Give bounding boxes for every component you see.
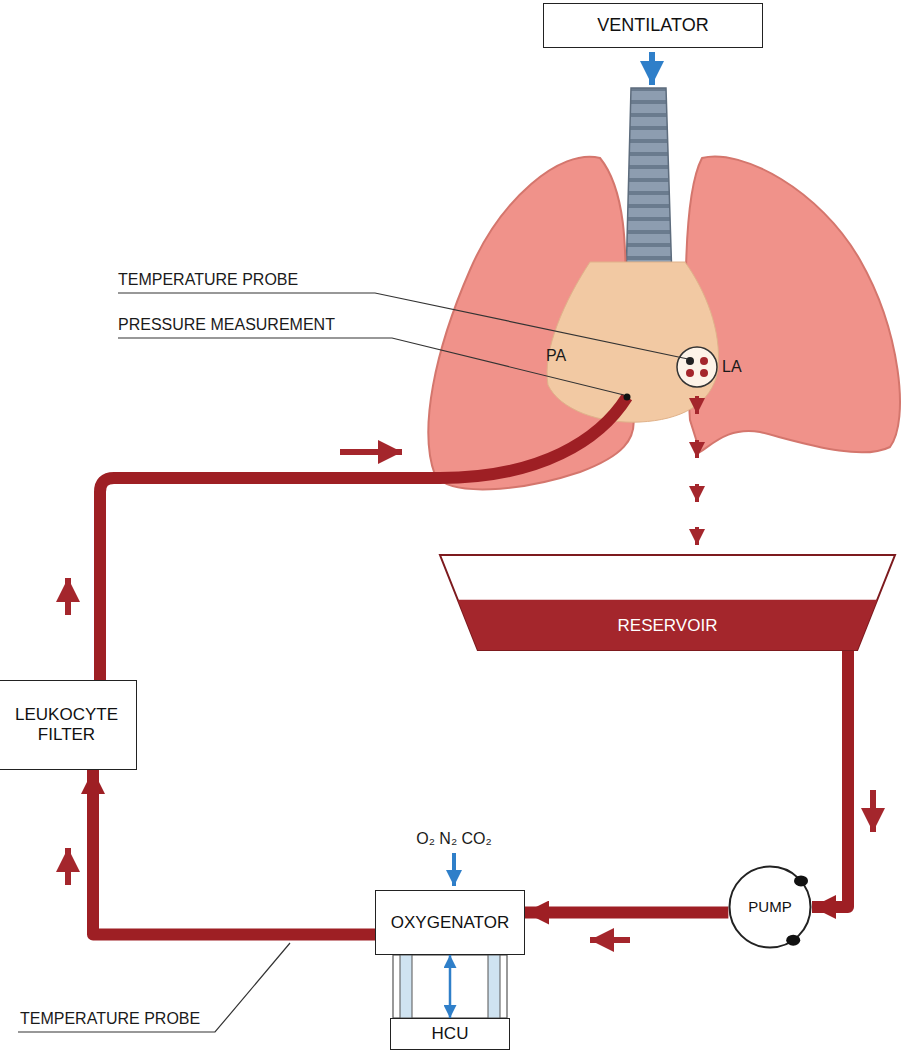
perfusion-tube <box>93 770 375 935</box>
flow-arrow <box>340 449 402 455</box>
vessel-label: LA <box>722 357 742 377</box>
node-label: HCU <box>432 1024 469 1044</box>
flow-arrow <box>649 52 655 85</box>
reservoir-blood <box>458 600 878 650</box>
flow-arrow <box>695 484 699 502</box>
hcu-box: HCU <box>390 1018 510 1050</box>
leader-label: TEMPERATURE PROBE <box>118 270 298 290</box>
reservoir-outline <box>440 555 895 650</box>
node-label: LEUKOCYTE FILTER <box>0 705 136 744</box>
node-label: OXYGENATOR <box>391 913 509 933</box>
reservoir-body <box>440 555 895 650</box>
flow-arrow <box>870 790 876 832</box>
vessel-dot <box>700 357 708 365</box>
water-tube <box>488 955 500 1018</box>
probe-dot <box>686 357 694 365</box>
leader-line <box>118 293 688 359</box>
heart-vessels <box>547 262 719 422</box>
vessel-label: PA <box>546 346 566 366</box>
oxygenator-box: OXYGENATOR <box>375 890 525 955</box>
flow-arrow <box>65 578 71 615</box>
perfusion-tube <box>525 907 728 919</box>
la-cannula <box>677 347 717 387</box>
vessel-dot <box>700 369 708 377</box>
flow-arrow <box>695 440 699 458</box>
reservoir-tank: RESERVOIR <box>440 555 895 650</box>
hcu-frame <box>393 955 507 1018</box>
gas-arrow <box>452 853 456 886</box>
node-label: RESERVOIR <box>618 616 718 636</box>
leader-line <box>118 338 624 395</box>
water-line <box>449 955 452 1018</box>
right-lung <box>686 157 900 453</box>
pressure-point <box>624 394 631 401</box>
pump-roller <box>786 935 800 946</box>
flow-arrow <box>695 396 699 414</box>
gas-label: O₂ N₂ CO₂ <box>416 829 492 849</box>
flow-arrow <box>695 527 699 545</box>
leader-line <box>18 943 290 1032</box>
pump-roller <box>794 875 808 886</box>
water-tube <box>400 955 412 1018</box>
flow-arrow <box>65 848 71 885</box>
leader-label: PRESSURE MEASUREMENT <box>118 315 335 335</box>
filter-box: LEUKOCYTE FILTER <box>0 680 137 770</box>
leader-label: TEMPERATURE PROBE <box>20 1009 200 1029</box>
perfusion-tube <box>812 648 848 907</box>
trachea <box>626 88 672 280</box>
ventilator-box: VENTILATOR <box>543 3 763 48</box>
node-label: VENTILATOR <box>597 15 708 36</box>
pump-symbol: PUMP <box>728 865 812 949</box>
flow-arrow <box>590 937 630 943</box>
pump-housing <box>730 867 811 948</box>
vessel-dot <box>686 369 694 377</box>
node-label: PUMP <box>748 898 791 915</box>
